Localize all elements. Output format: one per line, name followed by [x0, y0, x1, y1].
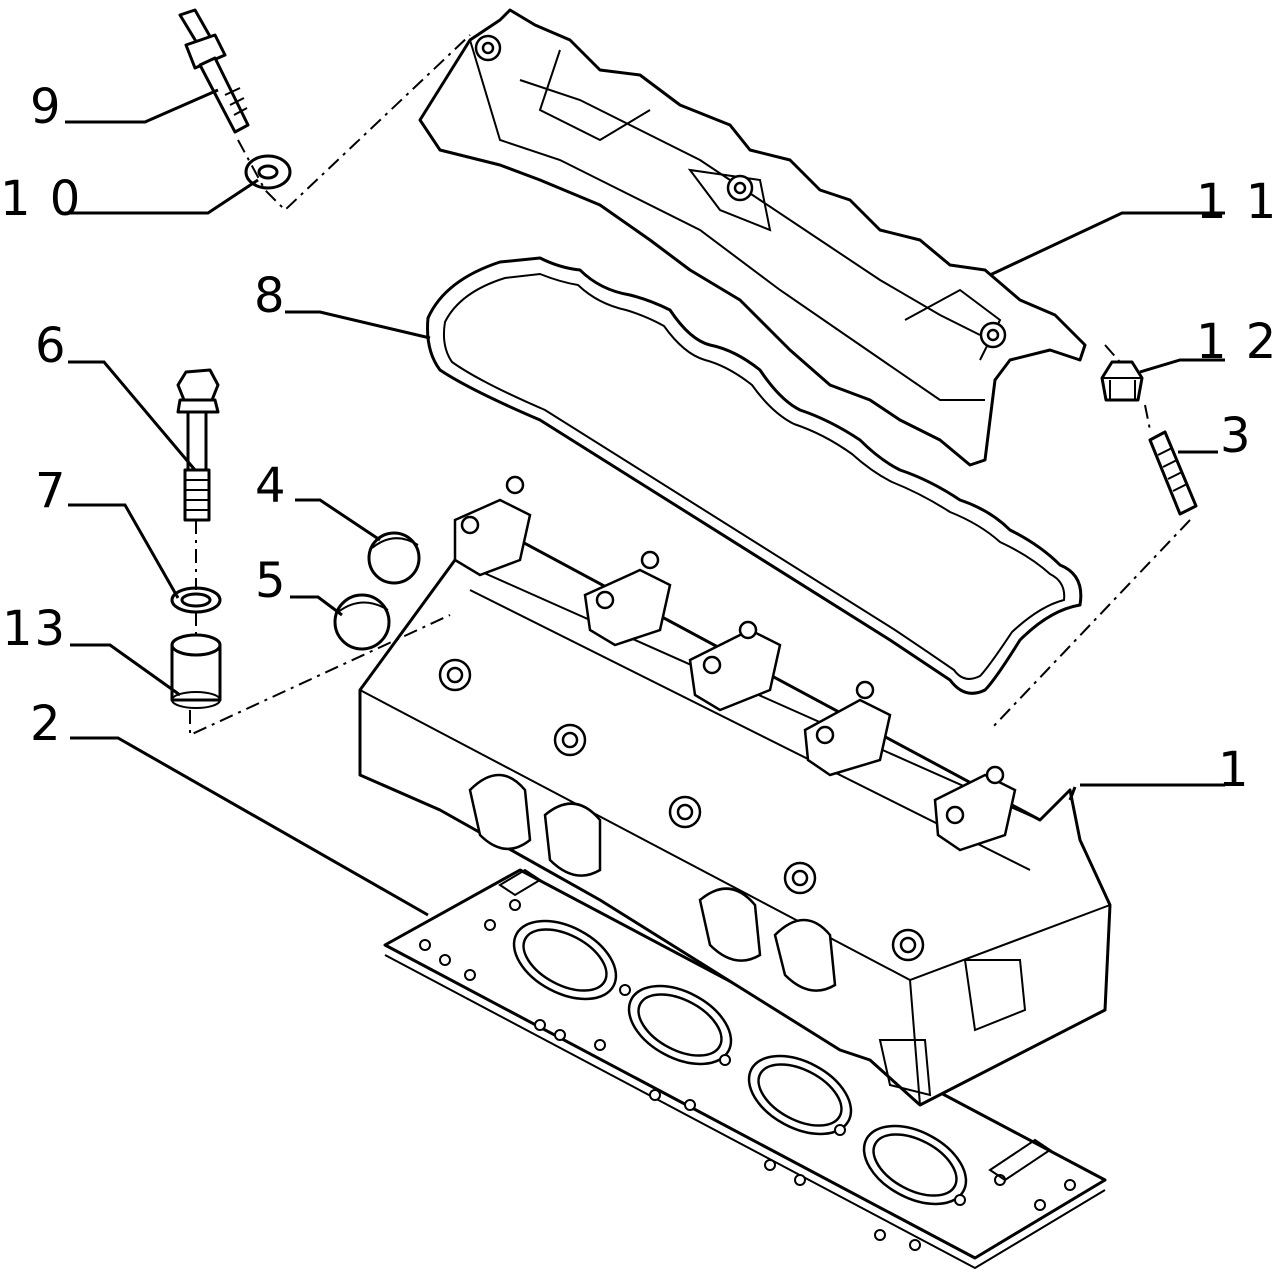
callout-11: 1 1: [1196, 174, 1278, 230]
callout-13: 13: [2, 601, 67, 657]
callout-3: 3: [1220, 408, 1253, 464]
cover-gasket: [426, 256, 1083, 695]
dowel-sleeve: [170, 633, 222, 709]
callout-4: 4: [255, 458, 288, 514]
callout-10: 1 0: [0, 171, 82, 227]
callout-6: 6: [35, 318, 68, 374]
callout-8: 8: [254, 268, 287, 324]
o-ring: [170, 586, 222, 614]
callout-12: 1 2: [1196, 314, 1278, 370]
callout-labels: 1 2 3 4 5 6 7 8 9 1 0 1 1 1 2 13: [0, 79, 1278, 798]
core-plug-5: [333, 593, 391, 651]
callout-5: 5: [255, 553, 288, 609]
assembly-lines: [189, 34, 1191, 737]
cylinder-head: [358, 475, 1112, 1107]
callout-9: 9: [30, 79, 63, 135]
head-bolt: [176, 368, 220, 522]
callout-2: 2: [30, 696, 63, 752]
core-plug-4: [367, 531, 421, 585]
cover-nut: [1100, 360, 1144, 402]
cover-stud-3: [1148, 430, 1198, 516]
head-cover: [418, 8, 1087, 467]
leader-lines: [65, 88, 1225, 917]
callout-1: 1: [1218, 742, 1251, 798]
callout-7: 7: [35, 463, 68, 519]
head-gasket: [383, 868, 1107, 1270]
cover-stud: [178, 8, 250, 134]
